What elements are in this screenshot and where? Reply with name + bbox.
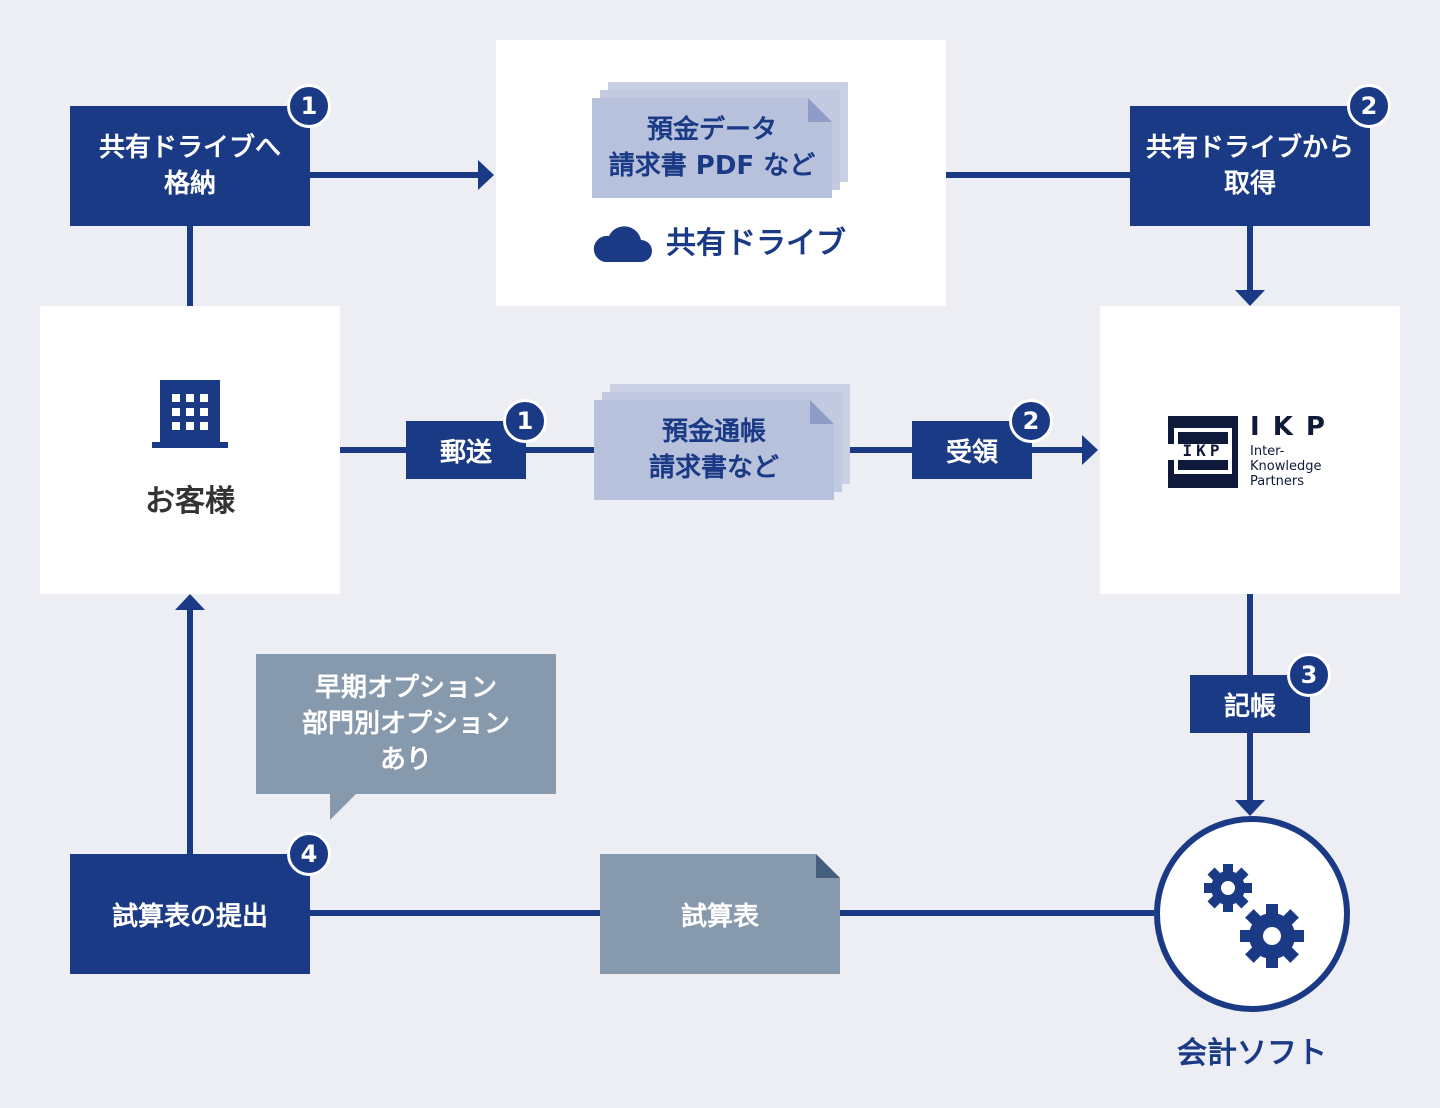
submit-trial-balance-label: 試算表の提出: [111, 901, 268, 932]
customer-label: お客様: [145, 484, 235, 519]
arrowhead-to-customer: [175, 594, 205, 610]
options-note-text: 早期オプション 部門別オプション あり: [301, 673, 510, 775]
postal-doc-text: 預金通帳 請求書など: [594, 400, 834, 500]
ikp-tagline-2: Knowledge: [1250, 459, 1322, 474]
trial-balance-document: 試算表: [600, 854, 840, 974]
mail-label: 郵送: [439, 437, 492, 468]
arrowhead-to-software: [1235, 800, 1265, 816]
arrowhead-to-drive: [478, 160, 494, 190]
step-badge: 2: [1347, 84, 1391, 128]
step-badge: 1: [503, 399, 547, 443]
ikp-mark-text: IKP: [1182, 441, 1224, 460]
arrowhead-to-ikp-left: [1082, 435, 1098, 465]
step-badge: 3: [1287, 653, 1331, 697]
accounting-software-label: 会計ソフト: [1177, 1036, 1327, 1071]
store-shared-drive-label: 共有ドライブへ 格納: [98, 133, 281, 199]
get-shared-drive-step: 共有ドライブから 取得: [1130, 106, 1370, 226]
step-badge: 1: [287, 84, 331, 128]
customer-panel: お客様: [40, 306, 340, 594]
bookkeeping-step: 記帳: [1190, 675, 1310, 733]
ikp-panel: [1100, 306, 1400, 594]
options-note: 早期オプション 部門別オプション あり: [256, 654, 556, 794]
ikp-logo: IKP I K P Inter- Knowledge Partners: [1168, 412, 1338, 489]
shared-drive-document: 預金データ 請求書 PDF など: [592, 82, 848, 198]
bookkeeping-label: 記帳: [1223, 691, 1276, 722]
step-badge: 4: [287, 832, 331, 876]
shared-drive-name: 共有ドライブ: [666, 226, 846, 261]
ikp-tagline-3: Partners: [1250, 474, 1305, 489]
ikp-tagline-1: Inter-: [1250, 444, 1285, 459]
trial-balance-label: 試算表: [680, 901, 759, 932]
ikp-letters: I K P: [1250, 412, 1327, 442]
gears-icon: [1204, 864, 1304, 968]
cloud-icon: [591, 222, 653, 264]
building-icon: [152, 380, 228, 448]
accounting-software-circle: [1154, 816, 1350, 1012]
step-badge: 2: [1009, 399, 1053, 443]
postal-documents: 預金通帳 請求書など: [594, 384, 850, 500]
submit-trial-balance-step: 試算表の提出: [70, 854, 310, 974]
receive-label: 受領: [945, 437, 998, 468]
store-shared-drive-step: 共有ドライブへ 格納: [70, 106, 310, 226]
get-shared-drive-label: 共有ドライブから 取得: [1145, 133, 1354, 199]
shared-drive-doc-text: 預金データ 請求書 PDF など: [592, 98, 832, 198]
arrowhead-to-ikp-top: [1235, 290, 1265, 306]
ikp-logo-mark: [1168, 416, 1238, 488]
